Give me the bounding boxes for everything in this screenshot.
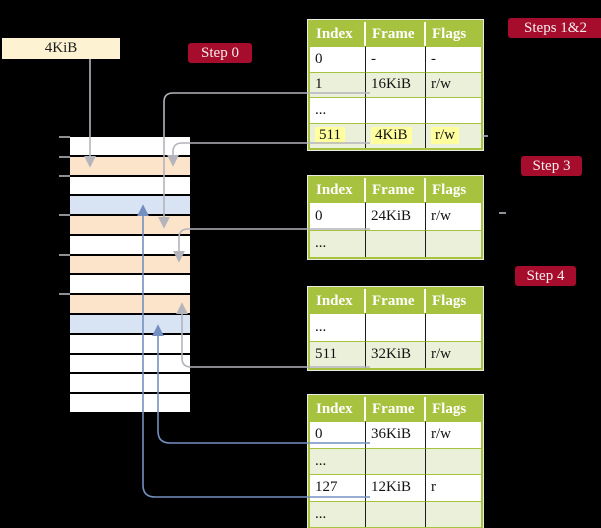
badge-steps-1-2: Steps 1&2 — [508, 18, 601, 38]
column-header-index: Index — [310, 397, 366, 421]
memory-frame-row-3-blue — [70, 196, 190, 215]
column-header-flags: Flags — [426, 22, 481, 46]
memory-frame-row-5-white — [70, 235, 190, 254]
physical-memory-column — [70, 137, 190, 412]
table-cell-table4-r3-c0: ... — [310, 500, 366, 527]
table-cell-table4-r1-c1 — [366, 447, 426, 474]
highlighted-value: 511 — [315, 127, 345, 145]
table-cell-table2-r1-c1 — [366, 229, 426, 257]
memory-address-tick — [59, 254, 70, 256]
memory-frame-row-9-blue — [70, 315, 190, 333]
memory-frame-row-2-white — [70, 176, 190, 195]
table-cell-table1-r2-c1 — [366, 97, 426, 123]
badge-step-3: Step 3 — [521, 156, 582, 176]
memory-frame-row-13-white — [70, 394, 190, 412]
memory-frame-row-10-white — [70, 334, 190, 353]
table-cell-table2-r1-c2 — [426, 229, 481, 257]
column-header-flags: Flags — [426, 178, 481, 202]
memory-frame-row-4-orange — [70, 216, 190, 234]
badge-step-4: Step 4 — [515, 266, 576, 286]
table-cell-table1-r3-c1: 4KiB — [366, 122, 426, 148]
column-header-frame: Frame — [366, 178, 426, 202]
table-cell-table4-r1-c2 — [426, 447, 481, 474]
frame-size-label: 4KiB — [2, 38, 120, 59]
table-cell-table2-r0-c1: 24KiB — [366, 202, 426, 230]
memory-address-tick — [59, 293, 70, 295]
memory-frame-row-7-white — [70, 275, 190, 294]
table-cell-table4-r1-c0: ... — [310, 447, 366, 474]
table-cell-table1-r3-c2: r/w — [426, 122, 481, 148]
memory-frame-row-11-white — [70, 354, 190, 373]
column-header-frame: Frame — [366, 397, 426, 421]
memory-address-tick — [59, 156, 70, 158]
table-cell-table3-r0-c2 — [426, 313, 481, 341]
table-cell-table1-r0-c2: - — [426, 46, 481, 72]
table-cell-table4-r0-c1: 36KiB — [366, 421, 426, 448]
table-cell-table4-r2-c0: 127 — [310, 474, 366, 501]
highlighted-value: r/w — [431, 127, 459, 145]
table-cell-table2-r0-c0: 0 — [310, 202, 366, 230]
table-cell-table4-r2-c1: 12KiB — [366, 474, 426, 501]
column-header-frame: Frame — [366, 289, 426, 313]
table-cell-table2-r1-c0: ... — [310, 229, 366, 257]
column-header-flags: Flags — [426, 289, 481, 313]
memory-address-tick — [59, 175, 70, 177]
badge-step-0: Step 0 — [188, 43, 252, 63]
table-cell-table1-r1-c0: 1 — [310, 71, 366, 97]
table-cell-table4-r0-c0: 0 — [310, 421, 366, 448]
table-cell-table2-r0-c2: r/w — [426, 202, 481, 230]
memory-address-tick — [59, 214, 70, 216]
table-cell-table1-r0-c1: - — [366, 46, 426, 72]
memory-frame-row-0-white — [70, 137, 190, 155]
highlighted-value: 4KiB — [371, 127, 412, 145]
memory-frame-row-6-orange — [70, 255, 190, 274]
table-cell-table4-r2-c2: r — [426, 474, 481, 501]
memory-frame-row-12-white — [70, 374, 190, 393]
table-cell-table3-r1-c2: r/w — [426, 340, 481, 368]
column-header-index: Index — [310, 289, 366, 313]
table-cell-table1-r1-c2: r/w — [426, 71, 481, 97]
table-cell-table1-r3-c0: 511 — [310, 122, 366, 148]
table-cell-table1-r2-c0: ... — [310, 97, 366, 123]
memory-frame-row-1-orange — [70, 156, 190, 175]
memory-frame-row-8-orange — [70, 295, 190, 314]
column-header-flags: Flags — [426, 397, 481, 421]
table-cell-table4-r3-c2 — [426, 500, 481, 527]
table-cell-table1-r2-c2 — [426, 97, 481, 123]
table-cell-table4-r3-c1 — [366, 500, 426, 527]
table-cell-table3-r0-c1 — [366, 313, 426, 341]
column-header-index: Index — [310, 178, 366, 202]
table-cell-table3-r0-c0: ... — [310, 313, 366, 341]
column-header-index: Index — [310, 22, 366, 46]
table-cell-table1-r1-c1: 16KiB — [366, 71, 426, 97]
column-header-frame: Frame — [366, 22, 426, 46]
table-cell-table3-r1-c0: 511 — [310, 340, 366, 368]
table-cell-table4-r0-c2: r/w — [426, 421, 481, 448]
table-cell-table3-r1-c1: 32KiB — [366, 340, 426, 368]
table-cell-table1-r0-c0: 0 — [310, 46, 366, 72]
memory-address-tick — [59, 136, 70, 138]
